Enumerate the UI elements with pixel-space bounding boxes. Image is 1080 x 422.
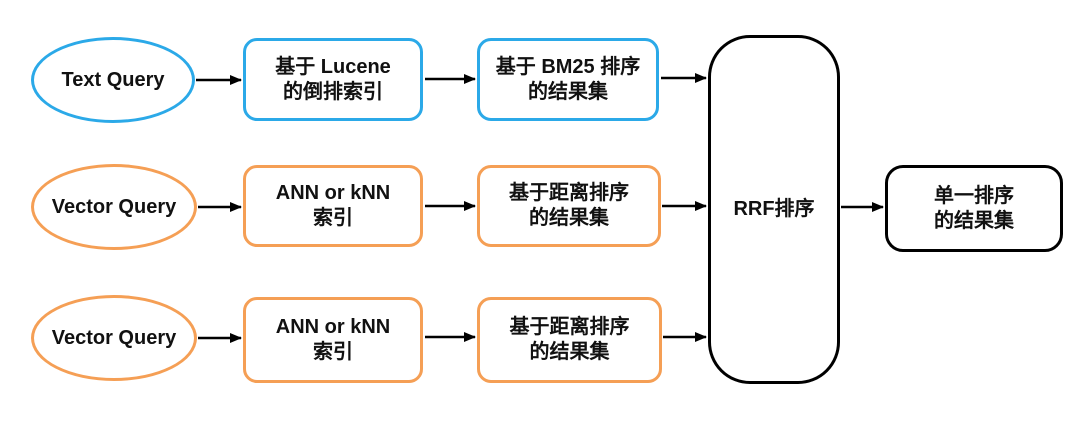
distance-result-node-2: 基于距离排序 的结果集: [477, 297, 662, 383]
rrf-fusion-label: RRF排序: [733, 198, 815, 220]
distance-result-node-1: 基于距离排序 的结果集: [477, 165, 661, 247]
ann-knn-index-1-label: ANN or kNN 索引: [275, 182, 391, 229]
final-result-node: 单一排序 的结果集: [885, 165, 1063, 252]
distance-result-2-label: 基于距离排序 的结果集: [509, 316, 630, 363]
query-node-vector-2: Vector Query: [31, 295, 197, 381]
bm25-result-label: 基于 BM25 排序 的结果集: [495, 55, 641, 103]
lucene-inverted-index-node: 基于 Lucene 的倒排索引: [243, 38, 423, 121]
ann-knn-index-node-2: ANN or kNN 索引: [243, 297, 423, 383]
rrf-fusion-node: RRF排序: [708, 35, 840, 384]
query-node-vector-1-label: Vector Query: [51, 195, 177, 218]
query-node-text-label: Text Query: [61, 68, 165, 91]
ann-knn-index-node-1: ANN or kNN 索引: [243, 165, 423, 247]
final-result-label: 单一排序 的结果集: [934, 184, 1014, 232]
distance-result-1-label: 基于距离排序 的结果集: [509, 182, 629, 229]
query-node-vector-1: Vector Query: [31, 164, 197, 250]
query-node-vector-2-label: Vector Query: [51, 326, 177, 349]
lucene-inverted-index-label: 基于 Lucene 的倒排索引: [275, 55, 391, 103]
bm25-result-node: 基于 BM25 排序 的结果集: [477, 38, 659, 121]
ann-knn-index-2-label: ANN or kNN 索引: [275, 316, 391, 363]
query-node-text: Text Query: [31, 37, 195, 123]
